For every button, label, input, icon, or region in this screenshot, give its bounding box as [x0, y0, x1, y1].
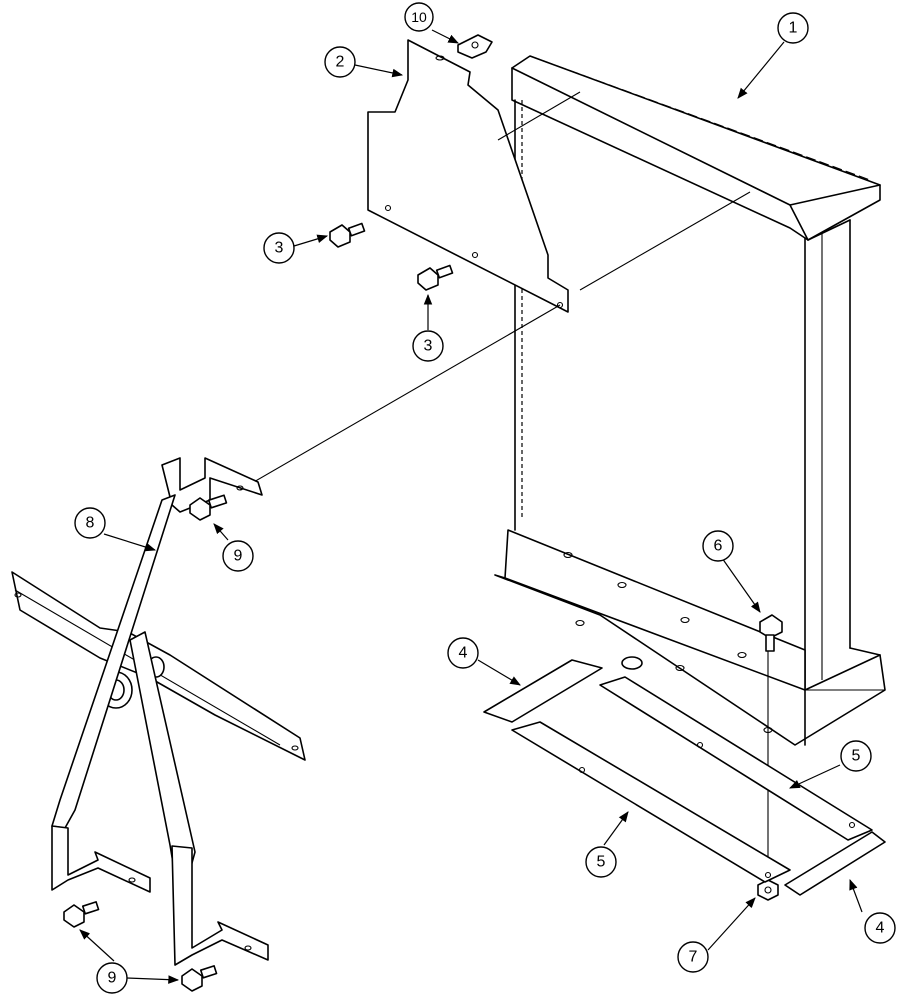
callout-9-top: 9	[222, 540, 254, 572]
callout-4-right: 4	[864, 912, 896, 944]
bolt-6	[759, 614, 783, 652]
seal-strip-5-lower	[511, 721, 791, 883]
callout-leaders	[79, 29, 863, 984]
callout-6: 6	[702, 530, 734, 562]
callout-10: 10	[404, 2, 434, 32]
callout-label: 4	[876, 920, 885, 937]
seal-strip-4-right	[784, 831, 886, 896]
callout-label: 1	[789, 20, 798, 37]
callout-label: 5	[852, 748, 861, 765]
fan-shield-panel	[367, 39, 569, 313]
support-bracket-assembly	[11, 457, 306, 966]
callout-label: 3	[275, 240, 284, 257]
callout-7: 7	[677, 941, 709, 973]
seal-strip-5-upper	[599, 676, 873, 841]
callout-5-lower: 5	[585, 846, 617, 878]
seal-strip-4-left	[483, 659, 603, 723]
bolt-3-lower	[417, 264, 454, 291]
nut-7	[757, 879, 779, 901]
callout-label: 6	[714, 538, 723, 555]
callout-3-lower: 3	[412, 330, 444, 362]
radiator-assembly	[494, 55, 886, 746]
callout-label: 7	[689, 949, 698, 966]
alignment-lines	[239, 91, 769, 875]
callout-9-bottom: 9	[96, 962, 128, 994]
bolt-9-left	[63, 901, 100, 928]
bolt-9-right	[181, 965, 218, 992]
callout-label: 5	[597, 854, 606, 871]
bolt-9-top	[189, 494, 228, 521]
callout-2: 2	[324, 46, 356, 78]
callout-label: 9	[234, 548, 243, 565]
callout-4-left: 4	[447, 637, 479, 669]
callout-label: 2	[336, 54, 345, 71]
callout-3-upper: 3	[263, 232, 295, 264]
callout-8: 8	[74, 507, 106, 539]
callout-label: 3	[424, 338, 433, 355]
callout-1: 1	[777, 12, 809, 44]
spring-clip	[457, 34, 493, 59]
callout-label: 4	[459, 645, 468, 662]
callout-label: 9	[108, 970, 117, 987]
callout-label: 8	[86, 515, 95, 532]
bolt-3-upper	[329, 222, 366, 248]
callout-5-upper: 5	[840, 740, 872, 772]
callout-label: 10	[411, 9, 427, 25]
